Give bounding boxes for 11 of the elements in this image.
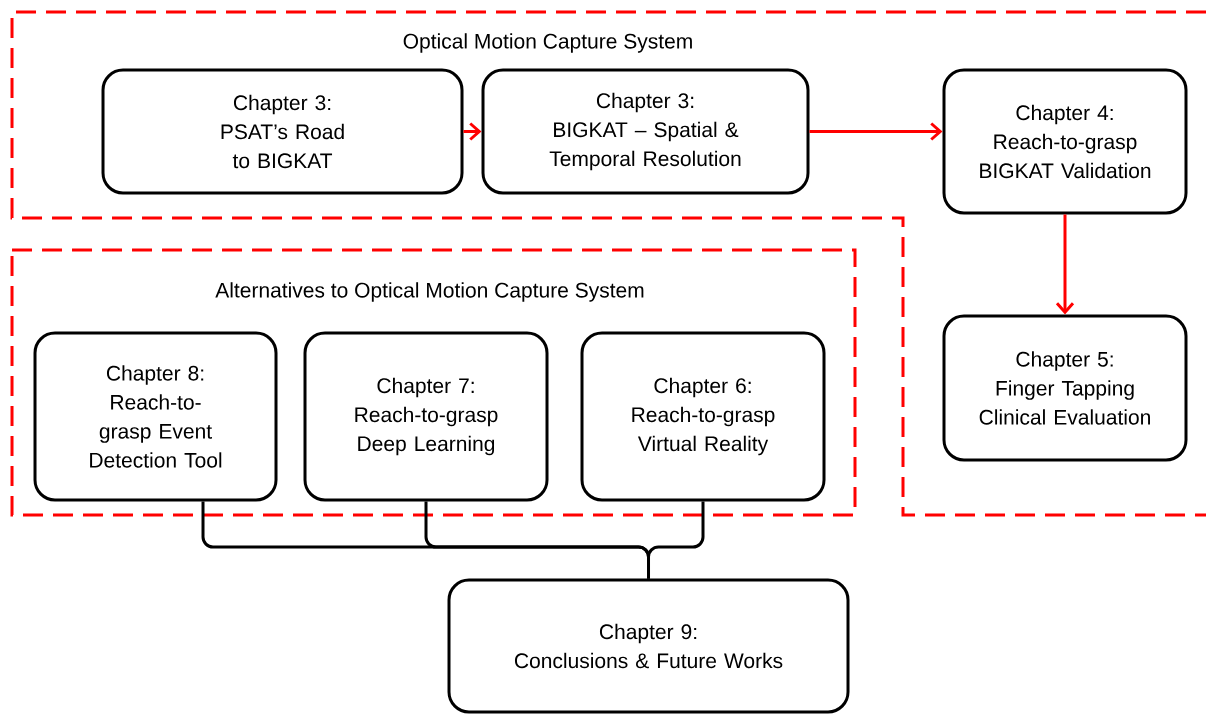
chapter-box: Chapter 5: Finger Tapping Clinical Evaluation (942, 314, 1188, 462)
chapter-box: Chapter 8: Reach-to-grasp Event Detection Tool (33, 331, 278, 502)
chapter-box: Chapter 6: Reach-to-grasp Virtual Reality (580, 331, 826, 502)
chapter-box: Chapter 3: BIGKAT – Spatial & Temporal Resolution (481, 68, 810, 195)
chapter-box: Chapter 3: PSAT’s Road to BIGKAT (101, 68, 464, 195)
chapter-box: Chapter 4: Reach-to-grasp BIGKAT Validation (942, 68, 1188, 215)
arrow (1055, 214, 1075, 315)
bracket-connector (647, 501, 705, 579)
chapter-box: Chapter 7: Reach-to-grasp Deep Learning (303, 331, 549, 502)
arrow (809, 122, 943, 141)
chapter-box: Chapter 9: Conclusions & Future Works (447, 578, 850, 714)
